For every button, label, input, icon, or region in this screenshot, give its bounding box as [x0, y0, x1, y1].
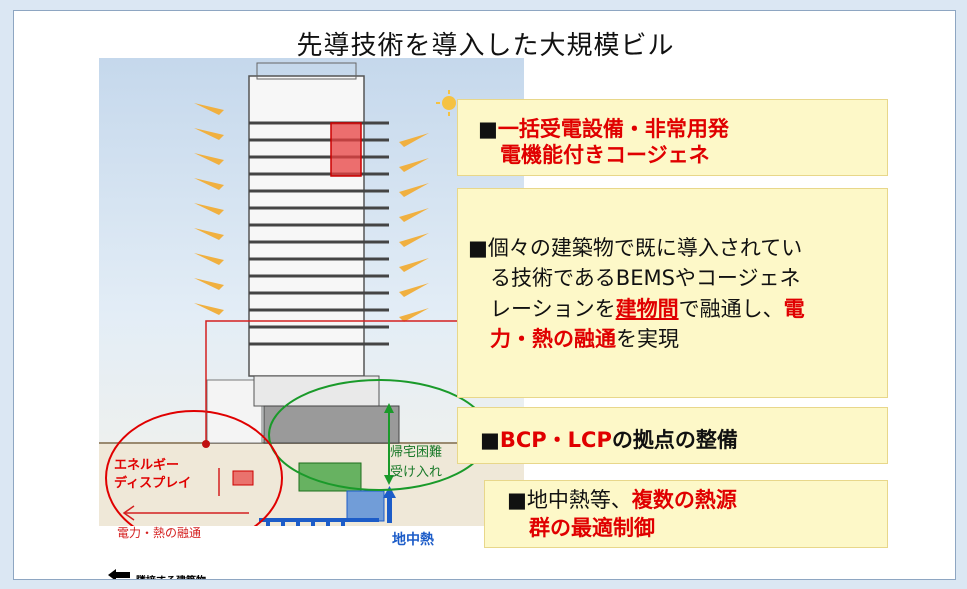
c4-line1b: 複数の熱源	[631, 488, 737, 512]
geothermal-room	[346, 490, 385, 522]
energy-display-label-line1: エネルギー	[114, 458, 180, 473]
energy-flow-arrow	[122, 505, 249, 521]
callout-cogeneration-line2: 電機能付きコージェネ	[500, 143, 710, 168]
c3-mark: ■	[480, 428, 500, 452]
wind-arrows	[194, 103, 429, 322]
neighbor-building-label: 隣接する建築物	[136, 572, 206, 579]
callout-mark: ■	[478, 117, 498, 141]
c4-line1a: ■地中熱等、	[507, 488, 632, 512]
energy-display-box	[232, 470, 254, 486]
neighbor-arrow-icon	[108, 569, 130, 579]
c2-line3c: で融通し、	[678, 296, 784, 321]
callout-interbuilding-sharing: ■個々の建築物で既に導入されてい る技術であるBEMSやコージェネ レーションを…	[457, 188, 888, 398]
c2-line4a: 力・熱の融通	[490, 327, 616, 352]
c2-line4b: を実現	[616, 327, 679, 352]
c4-line2: 群の最適制御	[529, 516, 655, 541]
slide: 先導技術を導入した大規模ビル	[13, 10, 956, 580]
c2-line3d: 電	[783, 296, 805, 321]
building-section-figure	[99, 58, 524, 546]
cogeneration-highlight	[330, 122, 362, 177]
evac-height-arrow	[384, 403, 394, 485]
c2-line1: ■個々の建築物で既に導入されてい	[468, 236, 803, 260]
c2-line3a: レーションを	[490, 296, 616, 321]
evacuation-label-line2: 受け入れ	[390, 464, 443, 480]
c2-line2: る技術であるBEMSやコージェネ	[490, 266, 801, 291]
geothermal-arrow	[383, 486, 396, 523]
connector-lines	[205, 320, 459, 496]
energy-display-label: エネルギー ディスプレイ	[114, 457, 191, 492]
evacuation-label-line1: 帰宅困難	[390, 445, 443, 460]
callout-cogeneration-line1: 一括受電設備・非常用発	[497, 117, 729, 141]
energy-flow-label: 電力・熱の融通	[117, 526, 202, 540]
geothermal-piles	[266, 521, 345, 526]
energy-display-label-line2: ディスプレイ	[114, 475, 192, 491]
building-illustration	[99, 62, 524, 546]
callout-geothermal: ■地中熱等、複数の熱源 群の最適制御	[484, 480, 888, 548]
slide-title: 先導技術を導入した大規模ビル	[296, 31, 675, 61]
callout-cogeneration: ■一括受電設備・非常用発 電機能付きコージェネ	[457, 99, 888, 176]
callout-bcp-lcp: ■BCP・LCPの拠点の整備	[457, 407, 888, 464]
geothermal-label: 地中熱	[392, 532, 434, 548]
c3-red: BCP・LCP	[499, 428, 612, 452]
c3-rest: の拠点の整備	[611, 428, 738, 452]
podium	[263, 405, 400, 444]
evacuation-label: 帰宅困難 受け入れ	[390, 443, 442, 482]
c2-line3b: 建物間	[615, 296, 679, 321]
tower	[248, 62, 400, 444]
